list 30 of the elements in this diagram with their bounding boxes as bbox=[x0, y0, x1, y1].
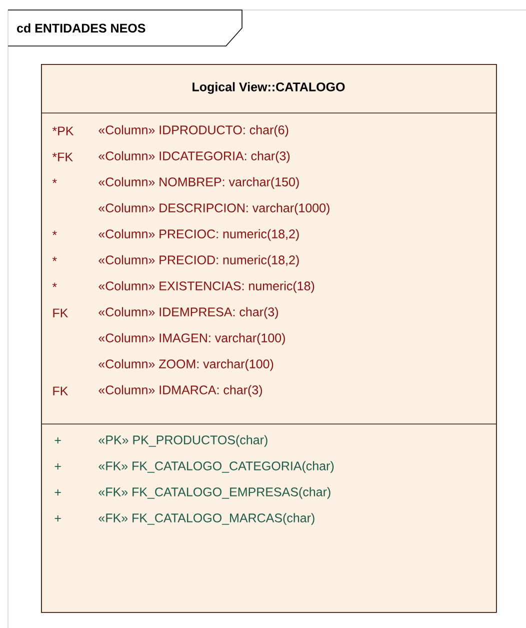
frame-tab: cd ENTIDADES NEOS bbox=[8, 10, 242, 46]
key-marker: * bbox=[52, 230, 57, 236]
attribute-row: «Column» EXISTENCIAS: numeric(18) bbox=[98, 281, 314, 293]
key-marker: * bbox=[52, 256, 57, 262]
visibility-marker: + bbox=[54, 463, 61, 470]
operation-row: «FK» FK_CATALOGO_CATEGORIA(char) bbox=[98, 461, 334, 473]
key-marker: * bbox=[52, 282, 57, 288]
attribute-row: «Column» NOMBREP: varchar(150) bbox=[98, 177, 299, 189]
attribute-row: «Column» PRECIOD: numeric(18,2) bbox=[98, 255, 299, 267]
attribute-row: «Column» IMAGEN: varchar(100) bbox=[98, 333, 285, 345]
operation-row: «FK» FK_CATALOGO_EMPRESAS(char) bbox=[98, 487, 330, 499]
key-marker: FK bbox=[53, 386, 68, 396]
key-marker: * bbox=[52, 178, 57, 184]
attribute-row: «Column» ZOOM: varchar(100) bbox=[98, 359, 274, 371]
class-name: Logical View::CATALOGO bbox=[192, 82, 345, 94]
visibility-marker: + bbox=[54, 489, 61, 496]
key-marker: *PK bbox=[52, 126, 74, 136]
attribute-row: «Column» PRECIOC: numeric(18,2) bbox=[98, 229, 299, 241]
operation-row: «FK» FK_CATALOGO_MARCAS(char) bbox=[98, 513, 314, 525]
visibility-marker: + bbox=[54, 437, 61, 444]
class-box bbox=[40, 64, 497, 613]
attribute-row: «Column» IDMARCA: char(3) bbox=[98, 385, 262, 397]
visibility-marker: + bbox=[54, 515, 61, 522]
key-marker: FK bbox=[53, 308, 68, 318]
attribute-row: «Column» IDCATEGORIA: char(3) bbox=[98, 151, 290, 163]
attribute-row: «Column» IDEMPRESA: char(3) bbox=[98, 307, 278, 319]
key-marker: *FK bbox=[52, 152, 73, 162]
attribute-row: «Column» IDPRODUCTO: char(6) bbox=[98, 125, 288, 137]
operation-row: «PK» PK_PRODUCTOS(char) bbox=[98, 435, 268, 447]
attribute-row: «Column» DESCRIPCION: varchar(1000) bbox=[98, 203, 330, 215]
